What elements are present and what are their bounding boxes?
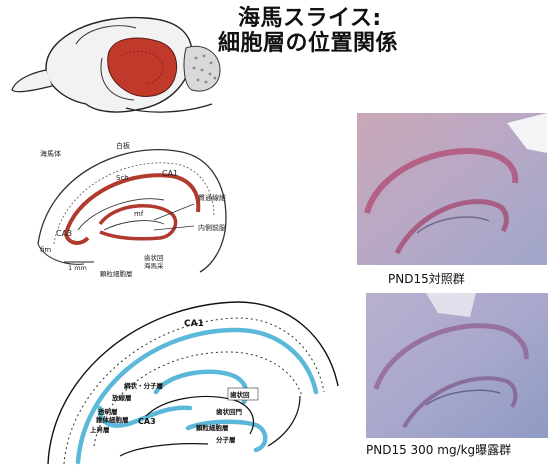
title-line-2: 細胞層の位置関係: [218, 31, 418, 56]
title-line-1: 海馬スライス:: [238, 6, 418, 31]
right-outline: [268, 396, 300, 446]
photo-control: [357, 113, 547, 265]
label-fim: fim: [40, 246, 51, 254]
label-alveus: 白板: [116, 141, 130, 150]
label-granule-layer: 顆粒細胞層: [196, 423, 229, 432]
photo-exposed: [366, 293, 548, 438]
olfactory-bulb-outline: [12, 70, 52, 92]
label-ascending-layer: 上昇層: [90, 425, 110, 434]
label-scale: 1 mm: [68, 264, 87, 272]
label-medial-forebrain: 内側前脳: [198, 223, 226, 232]
label-mf: mf: [134, 210, 144, 218]
lower-outline: [120, 444, 208, 456]
label-pyramidal-layer: 錐体細胞層: [96, 415, 129, 424]
brain-illustration: [6, 8, 236, 120]
label-radiatum: 放線層: [111, 393, 132, 402]
schaffer-line: [78, 199, 164, 230]
label-ca1: CA1: [184, 319, 204, 329]
caption-control: PND15対照群: [388, 270, 465, 287]
hippocampal-section-diagram: 海馬体 白板 Sch CA1 CA3 mf fim 貫通線維 内側前脳 顆粒細胞…: [4, 134, 232, 280]
label-hippocampal-body: 海馬体: [40, 149, 61, 158]
label-granule-cell-layer: 顆粒細胞層: [100, 269, 133, 278]
label-dentate-gyrus: 歯状回: [144, 253, 164, 262]
caption-exposed: PND15 300 mg/kg曝露群: [366, 441, 511, 458]
mossy-fiber-line: [104, 221, 164, 230]
label-transparent-layer: 透明層: [98, 407, 118, 416]
label-ca3-section: CA3: [56, 229, 72, 238]
label-sch: Sch: [116, 174, 129, 182]
label-perforant-path: 貫通線維: [198, 193, 226, 202]
layer-diagram: CA1 CA3 網状・分子層 放線層 透明層 錐体細胞層 上昇層 歯状回 歯状回…: [38, 296, 348, 468]
label-ca3: CA3: [138, 417, 156, 426]
slide-title: 海馬スライス: 細胞層の位置関係: [238, 6, 418, 56]
label-dentate-gyrus: 歯状回: [230, 390, 250, 399]
label-hilus: 歯状回門: [216, 407, 243, 416]
label-lacunosum-molecular: 網状・分子層: [124, 381, 163, 390]
label-molecular-layer: 分子層: [216, 435, 236, 444]
alveus-line: [54, 163, 214, 244]
pyramidal-layer-red: [66, 175, 198, 234]
label-fimbria: 海馬采: [144, 261, 164, 270]
label-ca1-section: CA1: [162, 169, 178, 178]
dotted-line-outer: [64, 318, 324, 464]
